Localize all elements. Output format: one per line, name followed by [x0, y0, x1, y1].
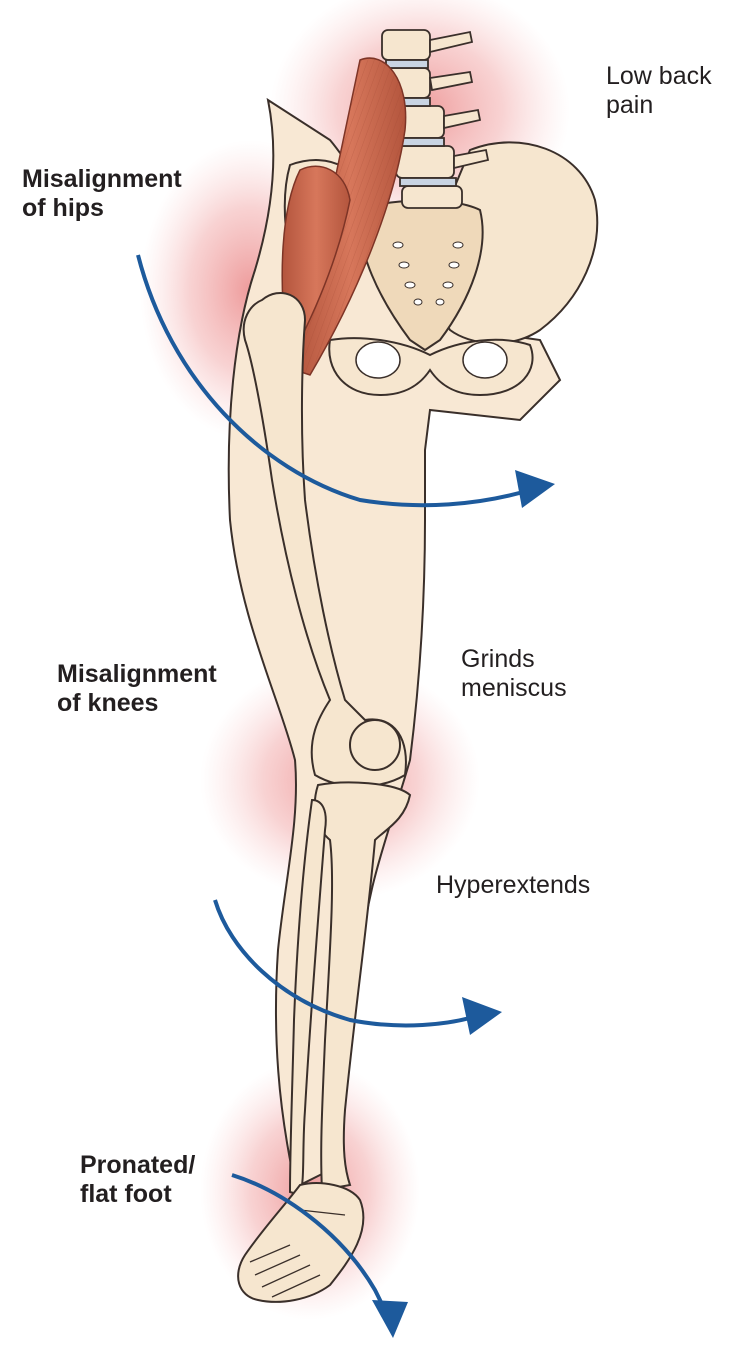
misalignment-hips-line1: Misalignment [22, 165, 182, 194]
misalignment-knees-label: Misalignment of knees [57, 660, 217, 719]
pronated-line2: flat foot [80, 1180, 195, 1209]
low-back-pain-label: Low back pain [606, 62, 712, 121]
hyperextends-label: Hyperextends [436, 871, 590, 900]
obturator-right [463, 342, 507, 378]
obturator-left [356, 342, 400, 378]
pronated-flat-foot-label: Pronated/ flat foot [80, 1151, 195, 1210]
low-back-pain-line2: pain [606, 91, 712, 120]
hip-arrowhead [515, 470, 555, 508]
low-back-pain-line1: Low back [606, 62, 712, 91]
misalignment-hips-line2: of hips [22, 194, 182, 223]
misalignment-knees-line2: of knees [57, 689, 217, 718]
grinds-meniscus-line1: Grinds [461, 645, 567, 674]
patella [350, 720, 400, 770]
pronated-line1: Pronated/ [80, 1151, 195, 1180]
grinds-meniscus-label: Grinds meniscus [461, 645, 567, 704]
hyperextends-text: Hyperextends [436, 871, 590, 900]
misalignment-hips-label: Misalignment of hips [22, 165, 182, 224]
misalignment-knees-line1: Misalignment [57, 660, 217, 689]
grinds-meniscus-line2: meniscus [461, 674, 567, 703]
foot-arrowhead [372, 1300, 408, 1338]
knee-arrowhead [462, 997, 502, 1035]
